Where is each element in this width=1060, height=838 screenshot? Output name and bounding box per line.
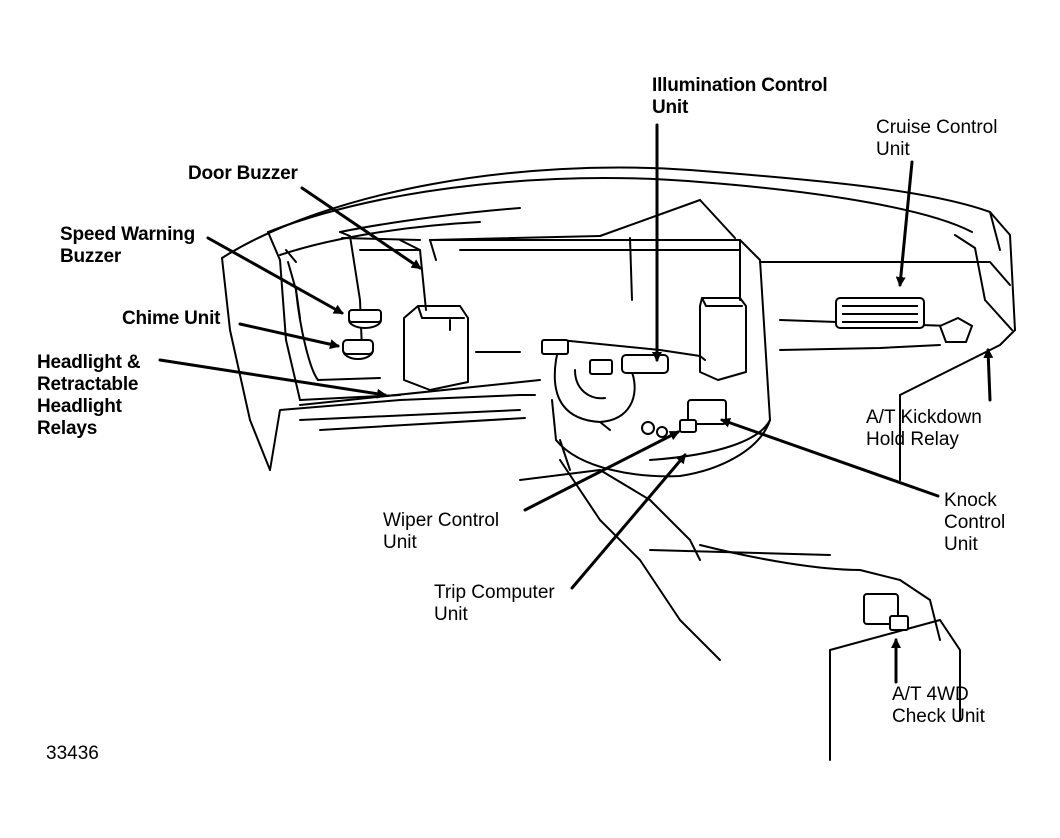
label-line: Hold Relay [866, 429, 959, 450]
label-line: Headlight & [37, 352, 141, 373]
label-line: Relays [37, 418, 98, 439]
label-door-buzzer: Door Buzzer [188, 163, 298, 185]
arrow-cruise-control [895, 160, 914, 287]
arrow-chime-unit [238, 322, 340, 350]
label-at-4wd-check-unit: A/T 4WD Check Unit [892, 684, 985, 728]
label-speed-warning-buzzer: Speed Warning Buzzer [60, 224, 195, 268]
label-knock-control-unit: Knock Control Unit [944, 490, 1005, 556]
label-line: Unit [383, 532, 417, 553]
arrow-headlight-relays [158, 358, 387, 399]
arrow-door-buzzer [300, 186, 422, 270]
figure-number: 33436 [46, 743, 99, 764]
arrow-knock-control [720, 417, 940, 498]
arrow-wiper-control [523, 430, 680, 512]
label-trip-computer-unit: Trip Computer Unit [434, 582, 555, 626]
label-line: Door Buzzer [188, 163, 298, 184]
label-chime-unit: Chime Unit [122, 308, 220, 330]
label-line: Control [944, 512, 1006, 533]
arrow-at-kickdown [983, 348, 994, 402]
label-line: A/T Kickdown [866, 407, 982, 428]
label-line: Buzzer [60, 246, 122, 267]
label-line: Unit [434, 604, 468, 625]
label-line: Trip Computer [434, 582, 555, 603]
label-line: Illumination Control [652, 75, 828, 96]
components [342, 297, 974, 631]
label-line: A/T 4WD [892, 684, 969, 705]
label-line: Retractable [37, 374, 139, 395]
label-line: Knock [944, 490, 997, 511]
label-line: Wiper Control [383, 510, 500, 531]
label-cruise-control-unit: Cruise Control Unit [876, 117, 997, 161]
label-headlight-relays: Headlight & Retractable Headlight Relays [37, 352, 141, 440]
arrow-speed-warning-buzzer [206, 236, 344, 315]
label-wiper-control-unit: Wiper Control Unit [383, 510, 499, 554]
label-at-kickdown-hold-relay: A/T Kickdown Hold Relay [866, 407, 982, 451]
label-line: Unit [876, 139, 910, 160]
label-line: Headlight [37, 396, 122, 417]
label-line: Cruise Control [876, 117, 998, 138]
label-line: Check Unit [892, 706, 985, 727]
dashboard-drawing [221, 166, 1016, 761]
label-line: Unit [652, 97, 689, 118]
label-line: Speed Warning [60, 224, 195, 245]
label-line: Chime Unit [122, 308, 221, 329]
label-illumination-control-unit: Illumination Control Unit [652, 75, 828, 119]
label-line: Unit [944, 534, 978, 555]
arrow-trip-computer [570, 453, 687, 590]
leader-arrows [158, 123, 994, 684]
